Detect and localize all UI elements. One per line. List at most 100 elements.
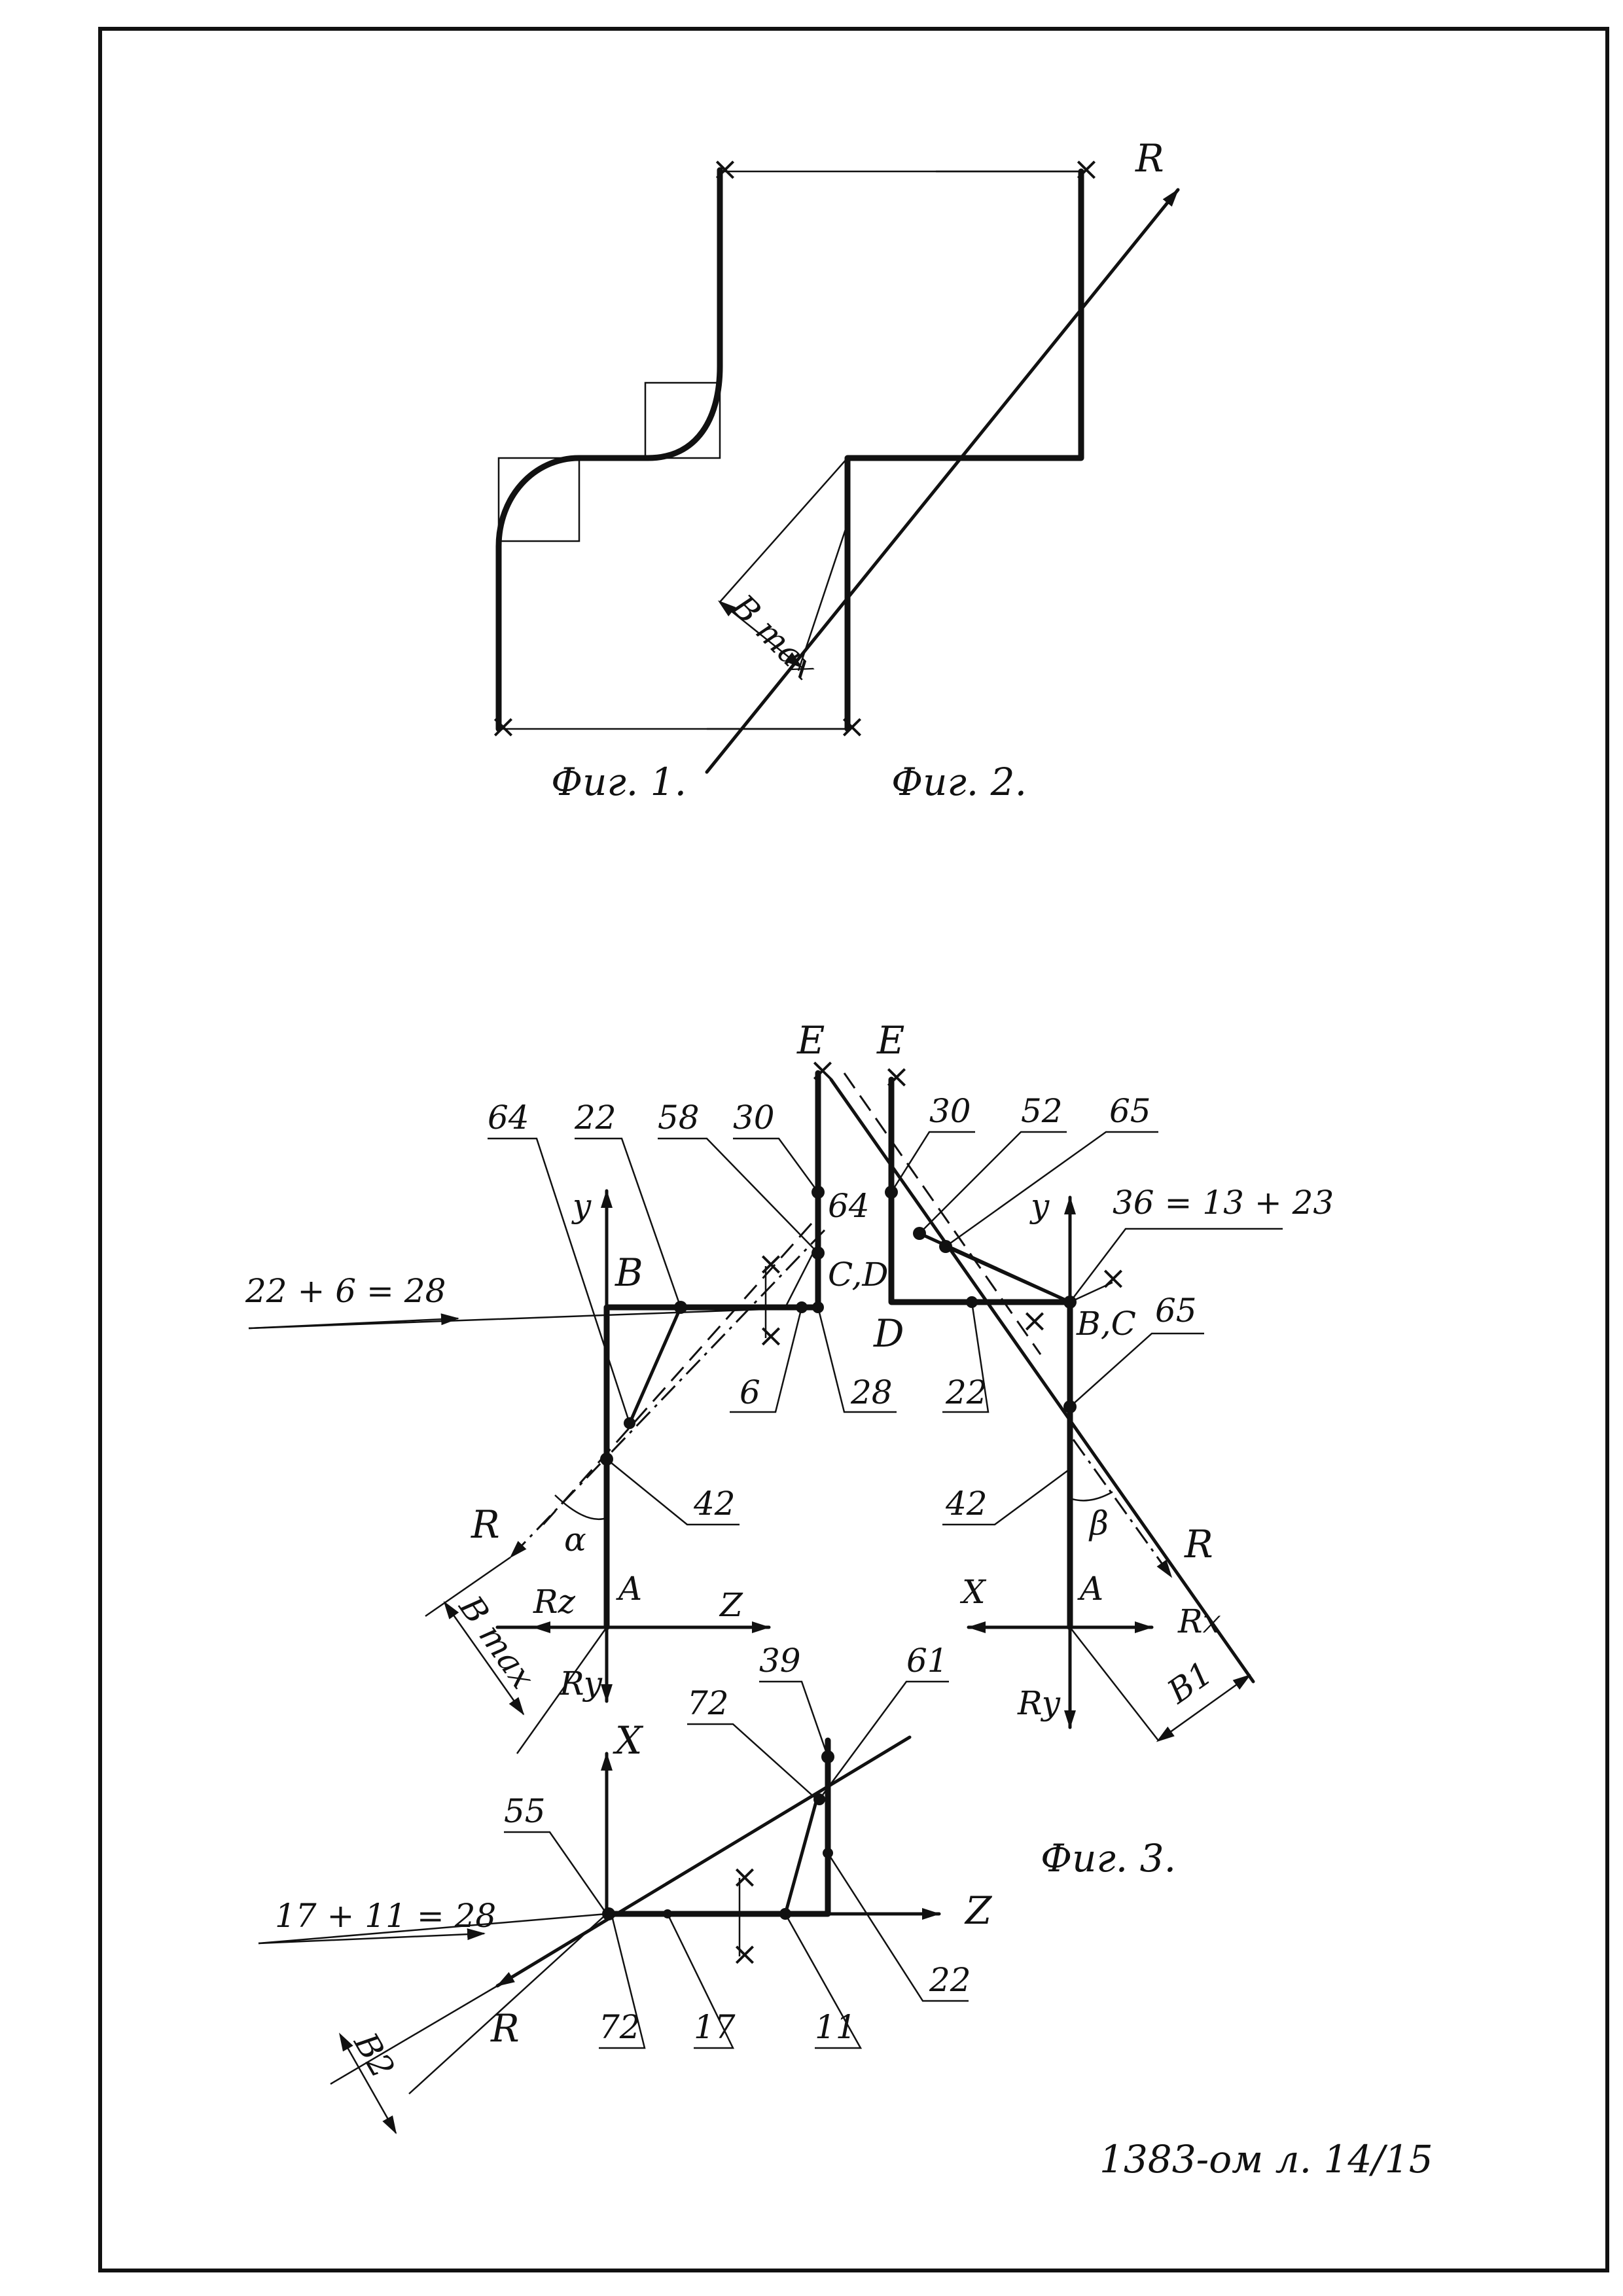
fig1-profile — [495, 167, 723, 732]
fig2-top-right-tick: × — [1073, 150, 1100, 188]
fig3r-beta-label: β — [1088, 1504, 1109, 1542]
fig3r-e-label: E — [876, 1018, 904, 1063]
fig3b-sum-line-1 — [258, 1913, 607, 1945]
fig3l-label-6: 6 — [740, 1373, 760, 1411]
fig3r-d-label: D — [873, 1311, 904, 1356]
fig3b-x-tick-top: × — [731, 1858, 758, 1896]
fig3r-y-label: y — [1029, 1187, 1050, 1225]
fig3l-profile — [603, 1070, 821, 1631]
fig2-resultant-line — [705, 188, 1180, 774]
fig2-width-extension-2 — [797, 523, 849, 671]
fig3b-b2-label: B2 — [346, 2026, 402, 2084]
fig3l-b-label: B — [615, 1250, 643, 1295]
fig1-caption: Фиг. 1. — [551, 760, 687, 804]
fig3b-z-label: Z — [964, 1888, 993, 1933]
fig3r-r-label: R — [1184, 1522, 1213, 1566]
fig2-profile — [844, 168, 1084, 732]
fig3r-sum-label: 36 = 13 + 23 — [1113, 1184, 1334, 1222]
fig3l-bmax-ext-1 — [516, 1627, 608, 1754]
fig3b-chord-11-72 — [783, 1797, 819, 1916]
fig3-right-diagram: y X Rx Ry A × E D B,C × × 30 52 65 — [829, 1018, 1334, 1742]
fig3r-label-42: 42 — [945, 1485, 988, 1523]
fig3b-r-label: R — [490, 2006, 520, 2051]
fig3r-dashed-line — [843, 1072, 1042, 1355]
fig3l-alpha-arc — [554, 1494, 607, 1521]
fig1-construction-box-upper — [644, 381, 721, 459]
fig3l-chord-22-42 — [626, 1305, 683, 1428]
fig3b-leader-39 — [759, 1680, 829, 1757]
fig3r-bc-tick-line — [1069, 1281, 1113, 1303]
fig3r-leader-36 — [1069, 1227, 1283, 1303]
fig3l-y-label: y — [571, 1187, 592, 1225]
fig3r-leader-65a — [945, 1131, 1158, 1248]
fig2-width-extension-1 — [719, 457, 848, 603]
fig3b-x-label: X — [613, 1718, 644, 1763]
sheet-stamp: 1383-ом л. 14/15 — [1099, 2137, 1433, 2181]
fig3r-a-label: A — [1077, 1570, 1103, 1608]
fig3r-label-65a: 65 — [1109, 1092, 1151, 1130]
fig3r-chord-65-bc — [944, 1245, 1072, 1304]
fig3r-resultant-arrow — [1072, 1439, 1173, 1578]
fig3r-label-22: 22 — [945, 1373, 988, 1411]
fig3r-leader-22 — [942, 1301, 990, 1413]
fig3r-leader-52 — [919, 1131, 1067, 1234]
fig2-bottom-right-tick: × — [838, 707, 866, 745]
fig3l-sum-line-2 — [248, 1313, 459, 1330]
fig3l-bmax-ext-2 — [425, 1556, 511, 1617]
fig3b-leader-72a — [687, 1723, 817, 1800]
fig3r-beta-arc — [1069, 1491, 1113, 1502]
fig3l-label-42: 42 — [693, 1485, 736, 1523]
fig2-diagram: × × R B max Фиг. 2. — [705, 136, 1180, 804]
fig3b-label-39: 39 — [759, 1642, 801, 1680]
fig3b-leader-61 — [818, 1680, 949, 1800]
fig1-top-left-tick: × — [711, 150, 739, 188]
fig3b-leader-72b — [599, 1915, 646, 2049]
fig3r-mid-tick: × — [1021, 1301, 1048, 1339]
fig3b-leader-17 — [666, 1913, 735, 2049]
fig3b-resultant-line — [495, 1735, 912, 1988]
fig3b-b2-ext — [330, 1985, 498, 2085]
fig3r-leader-30 — [890, 1131, 975, 1193]
fig3l-leader-42 — [606, 1458, 740, 1526]
fig3b-x-tick-bot: × — [731, 1935, 758, 1973]
fig3l-e-label: E — [796, 1018, 825, 1063]
fig3l-leader-6 — [730, 1307, 803, 1413]
fig3l-label-22: 22 — [574, 1099, 616, 1137]
fig3l-a-label: A — [616, 1570, 642, 1608]
fig3b-label-22: 22 — [929, 1961, 971, 1999]
fig3l-rz-label: Rz — [533, 1583, 576, 1621]
fig3b-leader-55 — [504, 1831, 608, 1915]
fig3l-bmax-label: B max — [452, 1589, 543, 1696]
fig3l-six-tick-bot: × — [757, 1316, 785, 1354]
fig3b-sum-line-2 — [258, 1928, 486, 1945]
fig3r-resultant-line — [829, 1078, 1255, 1684]
fig3l-label-64a: 64 — [488, 1099, 529, 1137]
fig3-bottom-diagram: X Z × × 55 39 61 72 72 17 11 22 17 + 11 … — [258, 1642, 993, 2134]
fig2-width-dimension — [717, 600, 803, 669]
fig3b-label-72b: 72 — [599, 2008, 641, 2046]
fig3b-leader-11 — [784, 1913, 863, 2049]
fig3b-label-61: 61 — [906, 1642, 948, 1680]
fig3r-e-top-tick: × — [883, 1057, 910, 1095]
fig3r-rx-label: Rx — [1177, 1602, 1221, 1640]
fig3b-label-55: 55 — [504, 1792, 546, 1830]
fig3l-label-28: 28 — [850, 1373, 893, 1411]
fig3l-leader-22 — [575, 1137, 682, 1308]
fig3l-label-30: 30 — [733, 1099, 775, 1137]
fig3l-sum-line-1 — [248, 1306, 819, 1330]
fig3r-bc-label: B,C — [1076, 1305, 1136, 1343]
fig3b-label-72a: 72 — [687, 1684, 729, 1722]
fig3r-bc-tick: × — [1099, 1259, 1127, 1297]
fig3r-b1-dim — [1156, 1674, 1251, 1742]
fig3l-r-label: R — [471, 1502, 500, 1547]
fig3l-six-tick-top: × — [757, 1245, 785, 1282]
fig3l-leader-58 — [658, 1137, 819, 1254]
fig2-caption: Фиг. 2. — [891, 760, 1027, 804]
fig3l-z-label: Z — [719, 1586, 743, 1624]
fig3b-sum-label: 17 + 11 = 28 — [275, 1897, 496, 1935]
fig3-left-diagram: y Z Rz Ry A × E B C,D × × 64 22 58 — [245, 1018, 897, 1754]
fig2-resultant-label: R — [1135, 136, 1164, 181]
fig3r-leader-42 — [942, 1468, 1071, 1526]
fig1-construction-box-lower — [497, 457, 580, 542]
